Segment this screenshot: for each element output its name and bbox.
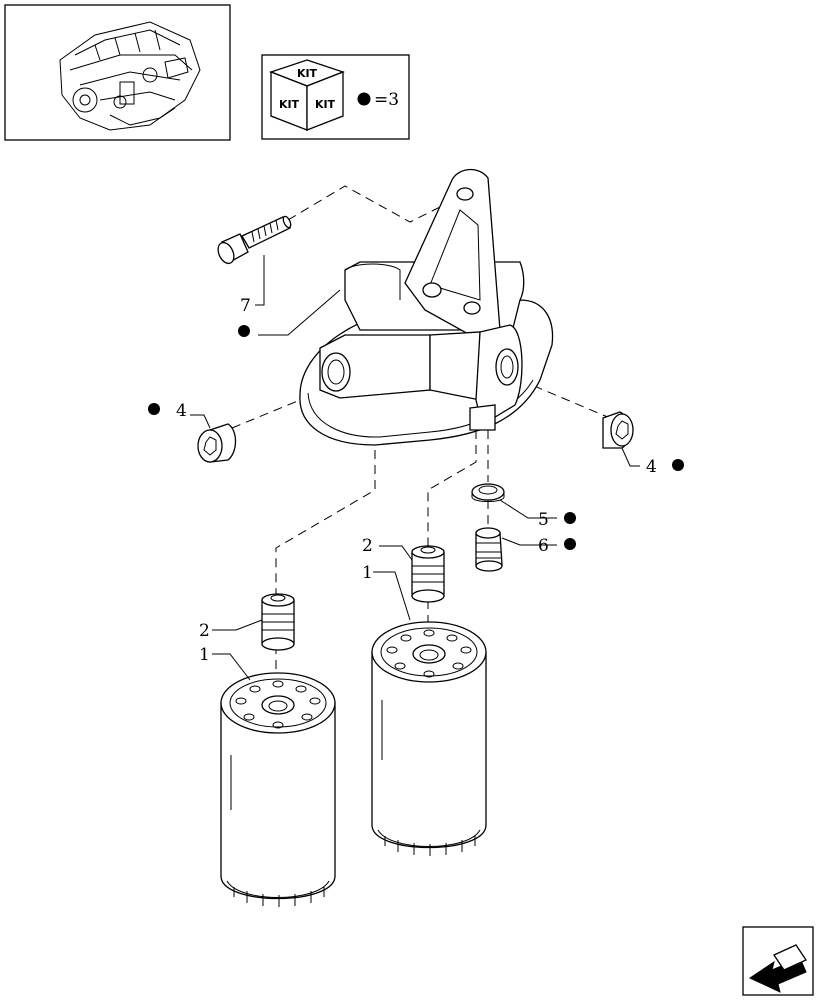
fitting-6-part[interactable] [475, 527, 503, 572]
kit-dot-icon [357, 92, 371, 106]
washer-part[interactable] [471, 483, 505, 502]
kit-dot-icon [148, 403, 160, 415]
kit-dot-icon [238, 325, 250, 337]
callout-number: 4 [176, 401, 187, 421]
callout-2-left[interactable]: 2 [199, 621, 210, 641]
kit-dot-icon [564, 512, 576, 524]
kit-dot-icon [564, 538, 576, 550]
kit-right-label: KIT [315, 98, 336, 111]
callout-5[interactable]: 5 [538, 510, 576, 530]
kit-equation: =3 [374, 90, 399, 110]
plug-left-part[interactable] [197, 423, 237, 463]
callout-1-left[interactable]: 1 [199, 645, 210, 665]
callout-number: 1 [362, 563, 373, 583]
kit-dot-icon [672, 459, 684, 471]
engine-thumbnail[interactable] [4, 4, 231, 141]
leader-lines [190, 255, 640, 681]
filter-right-part[interactable] [371, 621, 487, 856]
next-page-arrow-icon [748, 944, 807, 993]
callout-1-right[interactable]: 1 [362, 563, 373, 583]
nipple-right-part[interactable] [411, 545, 445, 603]
filter-head-body[interactable] [299, 168, 554, 446]
callout-number: 4 [646, 457, 657, 477]
plug-right-part[interactable] [602, 411, 634, 449]
kit-legend: KIT KIT KIT =3 [261, 54, 410, 140]
callout-4-left[interactable]: 4 [148, 401, 187, 421]
next-page-button[interactable] [742, 926, 814, 996]
callout-2-right[interactable]: 2 [362, 536, 373, 556]
callout-number: 1 [199, 645, 210, 665]
callout-4-right[interactable]: 4 [646, 457, 684, 477]
bolt-part[interactable] [215, 215, 292, 266]
engine-thumbnail-icon [59, 21, 201, 131]
callout-number: 2 [362, 536, 373, 556]
kit-box-icon: KIT KIT KIT [269, 59, 345, 131]
kit-top-label: KIT [297, 67, 318, 80]
callout-number: 7 [240, 296, 251, 316]
callout-7[interactable]: 7 [240, 296, 251, 316]
filter-left-part[interactable] [220, 672, 336, 907]
callout-number: 5 [538, 510, 549, 530]
callout-body[interactable] [238, 325, 250, 337]
nipple-left-part[interactable] [261, 593, 295, 651]
callout-number: 6 [538, 536, 549, 556]
kit-left-label: KIT [279, 98, 300, 111]
callout-6[interactable]: 6 [538, 536, 576, 556]
callout-number: 2 [199, 621, 210, 641]
